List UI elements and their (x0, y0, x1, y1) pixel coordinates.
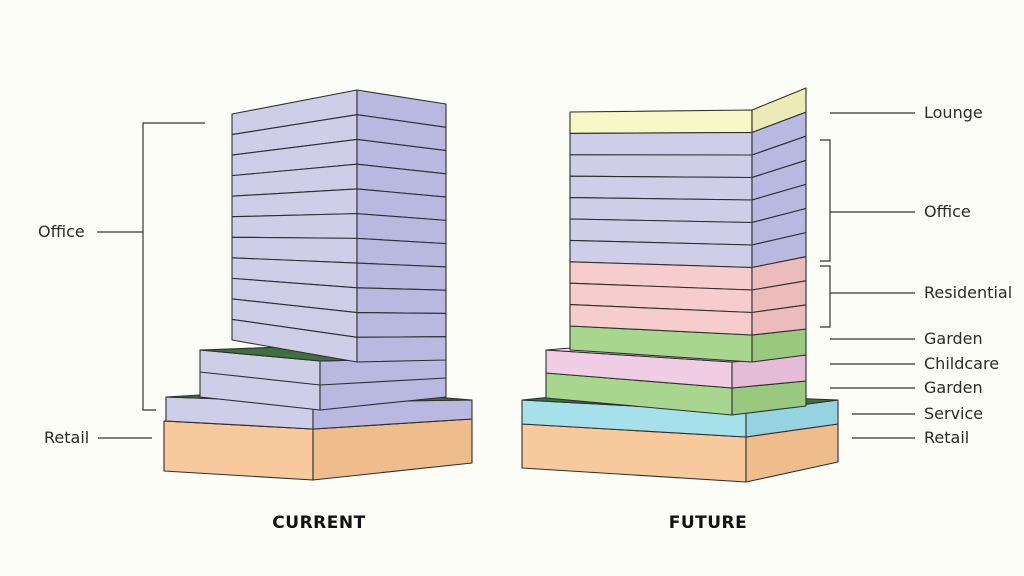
future-service-label-group: Service (852, 404, 983, 423)
current-tower-floor-6-front (231, 213, 358, 239)
future-lounge-label-group: Lounge (830, 103, 983, 122)
future-tower (569, 87, 807, 336)
future-childcare-label: Childcare (924, 354, 999, 373)
future-caption: FUTURE (669, 513, 748, 533)
future-building (521, 87, 839, 483)
future-office-floor-2-front (569, 154, 753, 179)
future-lounge-floor-front (569, 109, 753, 134)
future-office-label-group: Office (820, 139, 971, 262)
current-tower-floor-9-side (356, 287, 447, 315)
current-tower (231, 89, 447, 363)
future-garden-upper-label-group: Garden (830, 329, 983, 348)
current-retail-label: Retail (44, 428, 89, 447)
current-tower-floor-11-side (356, 336, 447, 363)
future-office-floor-3-front (569, 175, 753, 201)
current-office-label-group: Office (38, 122, 205, 411)
future-childcare-label-group: Childcare (830, 354, 999, 373)
future-garden-upper-label: Garden (924, 329, 983, 348)
future-retail-block (521, 423, 839, 483)
future-retail-label: Retail (924, 428, 969, 447)
current-tower-floor-7-side (356, 237, 447, 268)
current-retail-label-group: Retail (44, 428, 152, 447)
future-office-label: Office (924, 202, 971, 221)
future-residential-label: Residential (924, 283, 1012, 302)
current-tower-floor-8-side (356, 262, 447, 291)
current-building (163, 89, 473, 481)
future-garden-lower-label: Garden (924, 378, 983, 397)
future-lounge-label: Lounge (924, 103, 983, 122)
future-retail-label-group: Retail (852, 428, 969, 447)
future-office-floor-1-front (569, 131, 753, 156)
future-garden-lower-label-group: Garden (830, 378, 983, 397)
current-office-label: Office (38, 222, 85, 241)
future-office-floor-4-front (569, 197, 753, 224)
current-caption: CURRENT (272, 513, 365, 533)
future-garden-lower-block (545, 372, 807, 416)
current-tower-floor-10-side (356, 311, 447, 338)
future-service-label: Service (924, 404, 983, 423)
future-residential-floor-3-side (751, 304, 807, 336)
future-residential-label-group: Residential (820, 265, 1012, 328)
